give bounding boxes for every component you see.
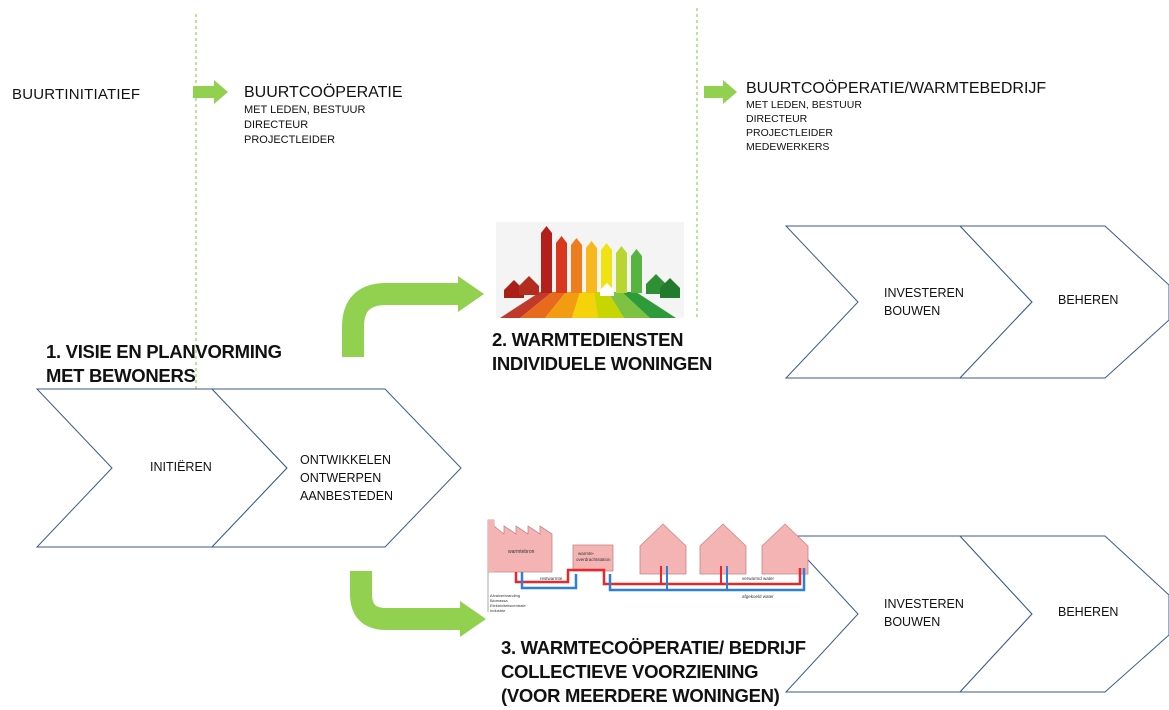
stage-cooperatie-line: DIRECTEUR	[244, 119, 309, 131]
phase3-heading-line: 3. WARMTECOÖPERATIE/ BEDRIJF	[501, 637, 806, 658]
phase1-heading: 1. VISIE EN PLANVORMING MET BEWONERS	[46, 340, 282, 388]
chevron-ontwikkelen	[210, 388, 462, 548]
stage-cooperatie-line: MET LEDEN, BESTUUR	[244, 104, 366, 116]
stage-warmtebedrijf-line: MEDEWERKERS	[746, 141, 830, 153]
right-arrow-icon	[193, 80, 228, 104]
stage-cooperatie-line: PROJECTLEIDER	[244, 134, 336, 146]
chevron-investeren-line: BOUWEN	[884, 304, 941, 318]
chevron-beheren-3	[958, 535, 1169, 693]
chevron-investeren-2-labels: INVESTEREN BOUWEN	[884, 284, 964, 320]
district-heating-diagram-icon: warmtebron warmte- overdrachtstation res…	[487, 519, 809, 613]
chevron-beheren-2-label: BEHEREN	[1058, 293, 1119, 307]
phase3-heading-line: (VOOR MEERDERE WONINGEN)	[501, 685, 780, 706]
phase1-heading-line: 1. VISIE EN PLANVORMING	[46, 341, 282, 362]
phase1-heading-line: MET BEWONERS	[46, 365, 196, 386]
chevron-initieren-label: INITIËREN	[150, 460, 212, 474]
heatnet-source-2: Biomassa	[490, 598, 508, 603]
phase3-heading-line: COLLECTIEVE VOORZIENING	[501, 661, 759, 682]
svg-text:overdrachtstation: overdrachtstation	[576, 557, 611, 562]
heatnet-source-label: warmtebron	[508, 549, 535, 555]
chevron-investeren-3-labels: INVESTEREN BOUWEN	[884, 595, 964, 631]
chevron-beheren-2	[958, 225, 1169, 379]
chevron-investeren-line: INVESTEREN	[884, 286, 964, 300]
heatnet-source-4: Industrie	[490, 608, 506, 613]
curved-arrow-down-icon	[350, 571, 486, 637]
stage-warmtebedrijf: BUURTCOÖPERATIE/WARMTEBEDRIJF MET LEDEN,…	[746, 80, 1046, 154]
stage-warmtebedrijf-line: DIRECTEUR	[746, 113, 808, 125]
phase2-heading-line: 2. WARMTEDIENSTEN	[492, 329, 684, 350]
stage-cooperatie-title: BUURTCOÖPERATIE	[244, 84, 403, 101]
right-arrow-icon	[704, 80, 737, 104]
chevron-ontwikkelen-line: AANBESTEDEN	[300, 489, 394, 503]
stage-warmtebedrijf-line: MET LEDEN, BESTUUR	[746, 99, 862, 111]
heatnet-cooled-label: afgekoeld water	[742, 594, 774, 599]
svg-text:warmte-: warmte-	[578, 551, 595, 556]
chevron-ontwikkelen-line: ONTWIKKELEN	[300, 453, 391, 467]
energy-label-houses-icon	[496, 222, 684, 318]
chevron-ontwikkelen-labels: ONTWIKKELEN ONTWERPEN AANBESTEDEN	[300, 451, 393, 505]
stage-initiatief-label: BUURTINITIATIEF	[12, 86, 141, 103]
heatnet-heated-label: verwarmd water	[742, 576, 775, 581]
heatnet-supply-label: restwarmte	[540, 576, 563, 581]
stage-warmtebedrijf-title: BUURTCOÖPERATIE/WARMTEBEDRIJF	[746, 80, 1047, 97]
heatnet-source-3: Elektriciteitscentrale	[490, 603, 526, 608]
chevron-ontwikkelen-line: ONTWERPEN	[300, 471, 382, 485]
chevron-beheren-3-label: BEHEREN	[1058, 605, 1119, 619]
phase3-heading: 3. WARMTECOÖPERATIE/ BEDRIJF COLLECTIEVE…	[501, 636, 806, 708]
curved-arrow-up-icon	[342, 276, 484, 357]
phase2-heading-line: INDIVIDUELE WONINGEN	[492, 353, 713, 374]
stage-cooperatie: BUURTCOÖPERATIE MET LEDEN, BESTUUR DIREC…	[244, 84, 403, 148]
heatnet-source-1: Afvalverbranding	[490, 593, 520, 598]
chevron-investeren-line: INVESTEREN	[884, 597, 964, 611]
chevron-investeren-line: BOUWEN	[884, 615, 941, 629]
phase2-heading: 2. WARMTEDIENSTEN INDIVIDUELE WONINGEN	[492, 328, 712, 376]
stage-warmtebedrijf-line: PROJECTLEIDER	[746, 127, 833, 139]
